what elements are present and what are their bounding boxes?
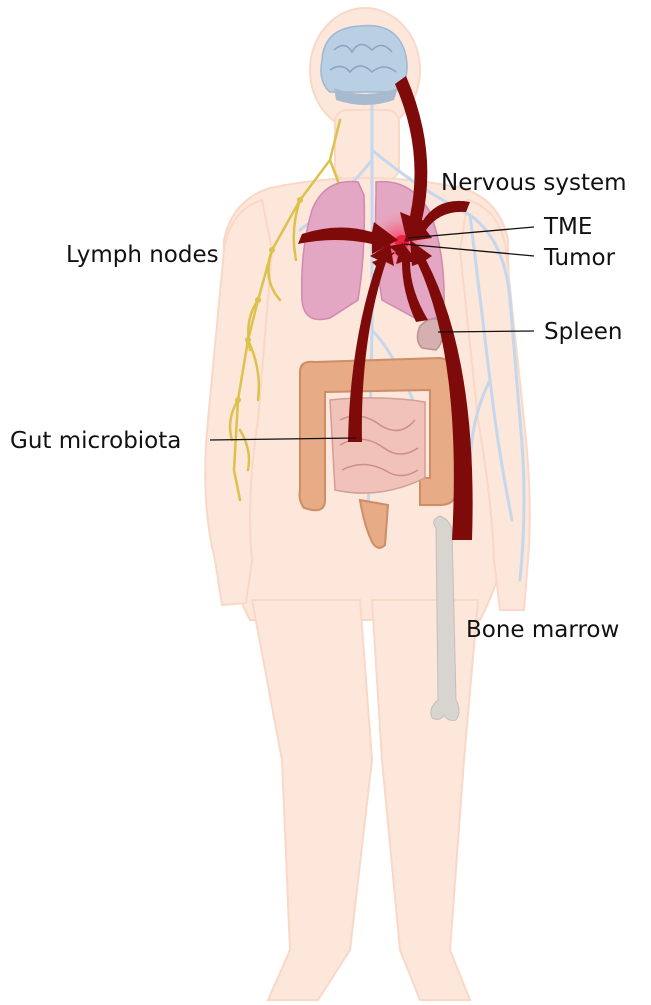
label-tme: TME <box>543 214 592 240</box>
label-tumor: Tumor <box>543 245 616 271</box>
label-lymph-nodes: Lymph nodes <box>66 242 219 268</box>
small-intestine <box>330 398 425 493</box>
label-nervous-system: Nervous system <box>441 170 627 196</box>
label-bone-marrow: Bone marrow <box>466 617 619 643</box>
label-gut-microbiota: Gut microbiota <box>10 428 181 454</box>
label-spleen: Spleen <box>544 319 622 345</box>
